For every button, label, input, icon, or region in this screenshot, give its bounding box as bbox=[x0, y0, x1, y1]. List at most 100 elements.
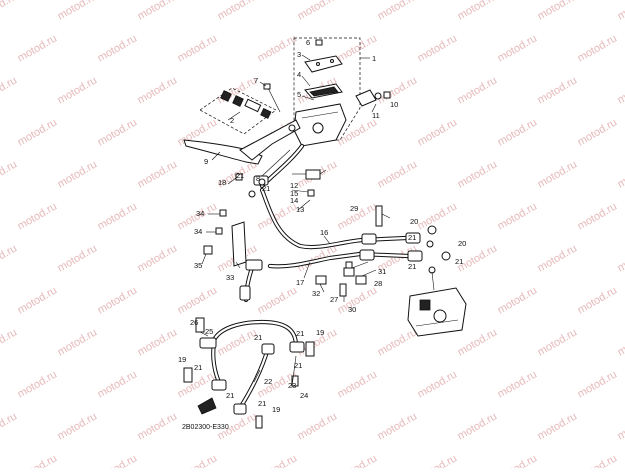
watermark-text: motod.ru bbox=[496, 452, 540, 468]
watermark-text: motod.ru bbox=[536, 242, 580, 274]
washer-21a bbox=[427, 241, 433, 247]
watermark-text: motod.ru bbox=[576, 368, 620, 400]
watermark-text: motod.ru bbox=[56, 242, 100, 274]
watermark-text: motod.ru bbox=[336, 368, 380, 400]
watermark-text: motod.ru bbox=[16, 32, 60, 64]
watermark-text: motod.ru bbox=[616, 0, 625, 23]
watermark-text: motod.ru bbox=[416, 368, 460, 400]
watermark-text: motod.ru bbox=[576, 200, 620, 232]
fitting-25 bbox=[200, 338, 216, 348]
watermark-text: motod.ru bbox=[176, 32, 220, 64]
callout-33: 33 bbox=[226, 273, 234, 282]
bolt-20a bbox=[428, 226, 436, 234]
watermark-text: motod.ru bbox=[416, 452, 460, 468]
callout-34b: 34 bbox=[194, 227, 202, 236]
watermark-text: motod.ru bbox=[376, 326, 420, 358]
callout-3: 3 bbox=[297, 50, 301, 59]
watermark-text: motod.ru bbox=[96, 368, 140, 400]
piston-cup bbox=[261, 109, 271, 119]
bolt-30 bbox=[340, 284, 346, 296]
callout-22: 22 bbox=[264, 377, 272, 386]
clamp-28 bbox=[356, 276, 366, 284]
callout-21b: 21 bbox=[262, 184, 270, 193]
watermark-text: motod.ru bbox=[136, 0, 180, 23]
callout-6: 6 bbox=[306, 38, 310, 47]
fitting-right-2 bbox=[408, 251, 422, 261]
watermark-text: motod.ru bbox=[296, 0, 340, 23]
bolt-29 bbox=[376, 206, 382, 226]
callout-21f: 21 bbox=[296, 329, 304, 338]
callout-35: 35 bbox=[194, 261, 202, 270]
callout-4: 4 bbox=[297, 70, 301, 79]
watermark-text: motod.ru bbox=[576, 452, 620, 468]
callout-15: 15 bbox=[290, 189, 298, 198]
watermark-text: motod.ru bbox=[456, 158, 500, 190]
watermark-text: motod.ru bbox=[56, 158, 100, 190]
callout-9: 9 bbox=[204, 157, 208, 166]
callout-25: 25 bbox=[205, 327, 213, 336]
watermark-text: motod.ru bbox=[136, 410, 180, 442]
watermark-text: motod.ru bbox=[16, 452, 60, 468]
callout-11: 11 bbox=[372, 111, 380, 120]
fitting-left-lower bbox=[212, 380, 226, 390]
watermark-text: motod.ru bbox=[416, 32, 460, 64]
callout-8: 8 bbox=[256, 174, 260, 183]
callout-21a: 21 bbox=[236, 171, 244, 180]
bolt-10 bbox=[384, 92, 390, 98]
reservoir-cap bbox=[305, 56, 342, 72]
watermark-text: motod.ru bbox=[136, 326, 180, 358]
watermark-text: motod.ru bbox=[16, 284, 60, 316]
callout-1: 1 bbox=[372, 54, 376, 63]
bolt-19-bottom bbox=[256, 416, 262, 428]
watermark-text: motod.ru bbox=[496, 200, 540, 232]
caliper-link bbox=[432, 272, 434, 290]
watermark-text: motod.ru bbox=[576, 284, 620, 316]
callout-30: 30 bbox=[348, 305, 356, 314]
callout-26: 26 bbox=[190, 318, 198, 327]
watermark-text: motod.ru bbox=[96, 32, 140, 64]
watermark-text: motod.ru bbox=[16, 200, 60, 232]
watermark-text: motod.ru bbox=[216, 0, 260, 23]
fitting-left bbox=[240, 286, 250, 300]
fitting-bottom bbox=[234, 404, 246, 414]
watermark-text: motod.ru bbox=[536, 0, 580, 23]
callout-10: 10 bbox=[390, 100, 398, 109]
watermark-text: motod.ru bbox=[536, 158, 580, 190]
callout-27: 27 bbox=[330, 295, 338, 304]
watermark-text: motod.ru bbox=[56, 326, 100, 358]
callout-34a: 34 bbox=[196, 209, 204, 218]
callout-24: 24 bbox=[300, 391, 308, 400]
watermark-text: motod.ru bbox=[496, 284, 540, 316]
watermark-text: motod.ru bbox=[96, 452, 140, 468]
callout-13: 13 bbox=[296, 205, 304, 214]
holder-clamp bbox=[356, 90, 376, 106]
fitting-21-lower bbox=[262, 344, 274, 354]
callout-19b: 19 bbox=[178, 355, 186, 364]
watermark-text: motod.ru bbox=[616, 326, 625, 358]
cap-screw-2 bbox=[331, 60, 334, 63]
watermark-text: motod.ru bbox=[16, 368, 60, 400]
screw-7-head bbox=[264, 84, 270, 89]
callout-29: 29 bbox=[350, 204, 358, 213]
fitting-joint bbox=[246, 260, 262, 270]
callout-20a: 20 bbox=[410, 217, 418, 226]
watermark-text: motod.ru bbox=[376, 158, 420, 190]
callout-28: 28 bbox=[374, 279, 382, 288]
watermark-text: motod.ru bbox=[536, 410, 580, 442]
watermark-text: motod.ru bbox=[296, 410, 340, 442]
watermark-text: motod.ru bbox=[0, 0, 19, 23]
caliper-group bbox=[408, 272, 466, 336]
body-port bbox=[313, 123, 323, 133]
reference-code: 2B02300-E330 bbox=[182, 424, 229, 431]
callout-21e: 21 bbox=[408, 262, 416, 271]
watermark-text: motod.ru bbox=[136, 242, 180, 274]
callout-21d: 21 bbox=[455, 257, 463, 266]
watermark-text: motod.ru bbox=[176, 452, 220, 468]
callout-17: 17 bbox=[296, 278, 304, 287]
watermark-text: motod.ru bbox=[256, 32, 300, 64]
callout-32: 32 bbox=[312, 289, 320, 298]
callout-31: 31 bbox=[378, 267, 386, 276]
watermark-text: motod.ru bbox=[456, 0, 500, 23]
